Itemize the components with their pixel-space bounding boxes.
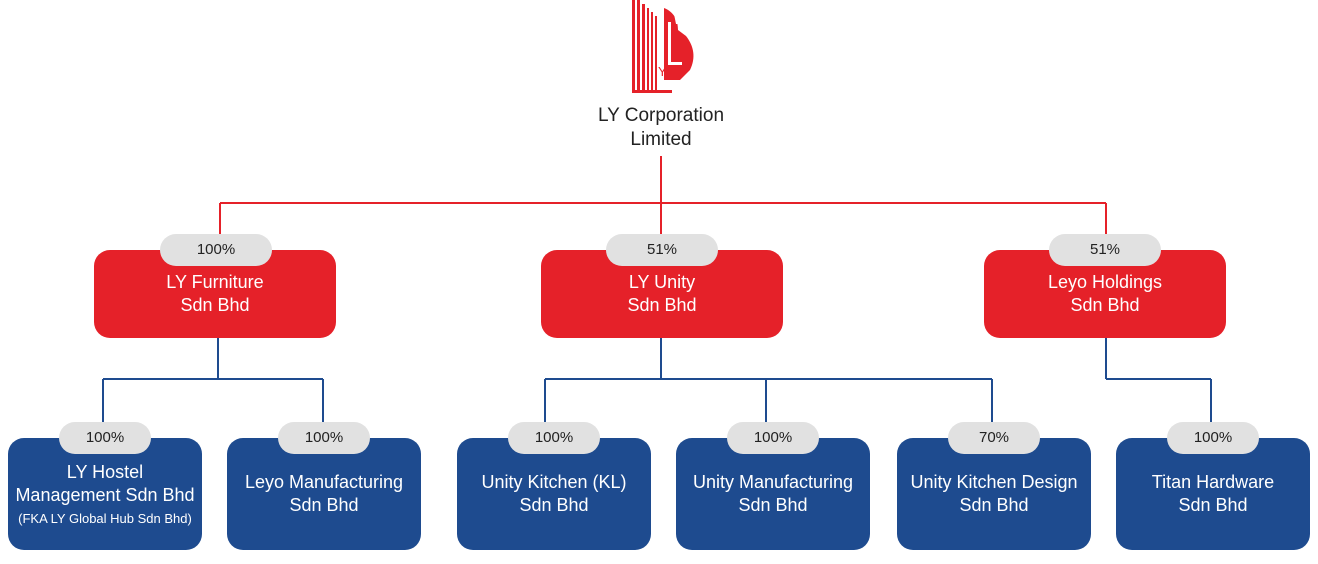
svg-text:Y: Y <box>658 64 667 79</box>
ownership-pill: 100% <box>1167 422 1259 454</box>
company-name: Titan Hardware <box>1151 472 1275 492</box>
company-suffix: Sdn Bhd <box>738 495 808 515</box>
company-suffix: Sdn Bhd <box>1178 495 1248 515</box>
company-suffix: Sdn Bhd <box>627 295 697 315</box>
root-name-line2: Limited <box>630 129 692 150</box>
company-box-unity-kitchen-kl: Unity Kitchen (KL) Sdn Bhd <box>457 438 651 550</box>
ownership-pill: 51% <box>606 234 718 266</box>
company-name: Unity Kitchen Design <box>910 472 1078 492</box>
company-suffix: Sdn Bhd <box>289 495 359 515</box>
company-name: LY Furniture <box>166 272 264 292</box>
company-name: Leyo Holdings <box>1047 272 1163 292</box>
company-box-unity-kitchen-design: Unity Kitchen Design Sdn Bhd <box>897 438 1091 550</box>
root-name-line1: LY Corporation <box>597 105 725 126</box>
company-suffix: Sdn Bhd <box>959 495 1029 515</box>
ownership-pill: 100% <box>508 422 600 454</box>
root-company-name: LY Corporation Limited <box>560 104 762 152</box>
company-suffix: Sdn Bhd <box>180 295 250 315</box>
company-box-ly-furniture: LY Furniture Sdn Bhd <box>94 250 336 338</box>
company-name: LY Hostel <box>66 461 144 482</box>
company-box-ly-hostel: LY Hostel Management Sdn Bhd (FKA LY Glo… <box>8 438 202 550</box>
ly-logo: Y <box>632 0 694 93</box>
company-box-unity-manufacturing: Unity Manufacturing Sdn Bhd <box>676 438 870 550</box>
company-name: LY Unity <box>628 272 696 292</box>
company-name: Unity Manufacturing <box>692 472 854 492</box>
ownership-pill: 100% <box>59 422 151 454</box>
ownership-pill: 100% <box>160 234 272 266</box>
company-name-line2: Management Sdn Bhd <box>15 484 195 505</box>
company-box-titan-hardware: Titan Hardware Sdn Bhd <box>1116 438 1310 550</box>
former-name-note: (FKA LY Global Hub Sdn Bhd) <box>18 510 192 526</box>
company-name: Leyo Manufacturing <box>244 472 404 492</box>
company-suffix: Sdn Bhd <box>1070 295 1140 315</box>
company-suffix: Sdn Bhd <box>519 495 589 515</box>
company-name: Unity Kitchen (KL) <box>481 472 627 492</box>
ownership-pill: 100% <box>278 422 370 454</box>
ownership-pill: 51% <box>1049 234 1161 266</box>
company-box-leyo-manufacturing: Leyo Manufacturing Sdn Bhd <box>227 438 421 550</box>
ownership-pill: 100% <box>727 422 819 454</box>
ownership-pill: 70% <box>948 422 1040 454</box>
